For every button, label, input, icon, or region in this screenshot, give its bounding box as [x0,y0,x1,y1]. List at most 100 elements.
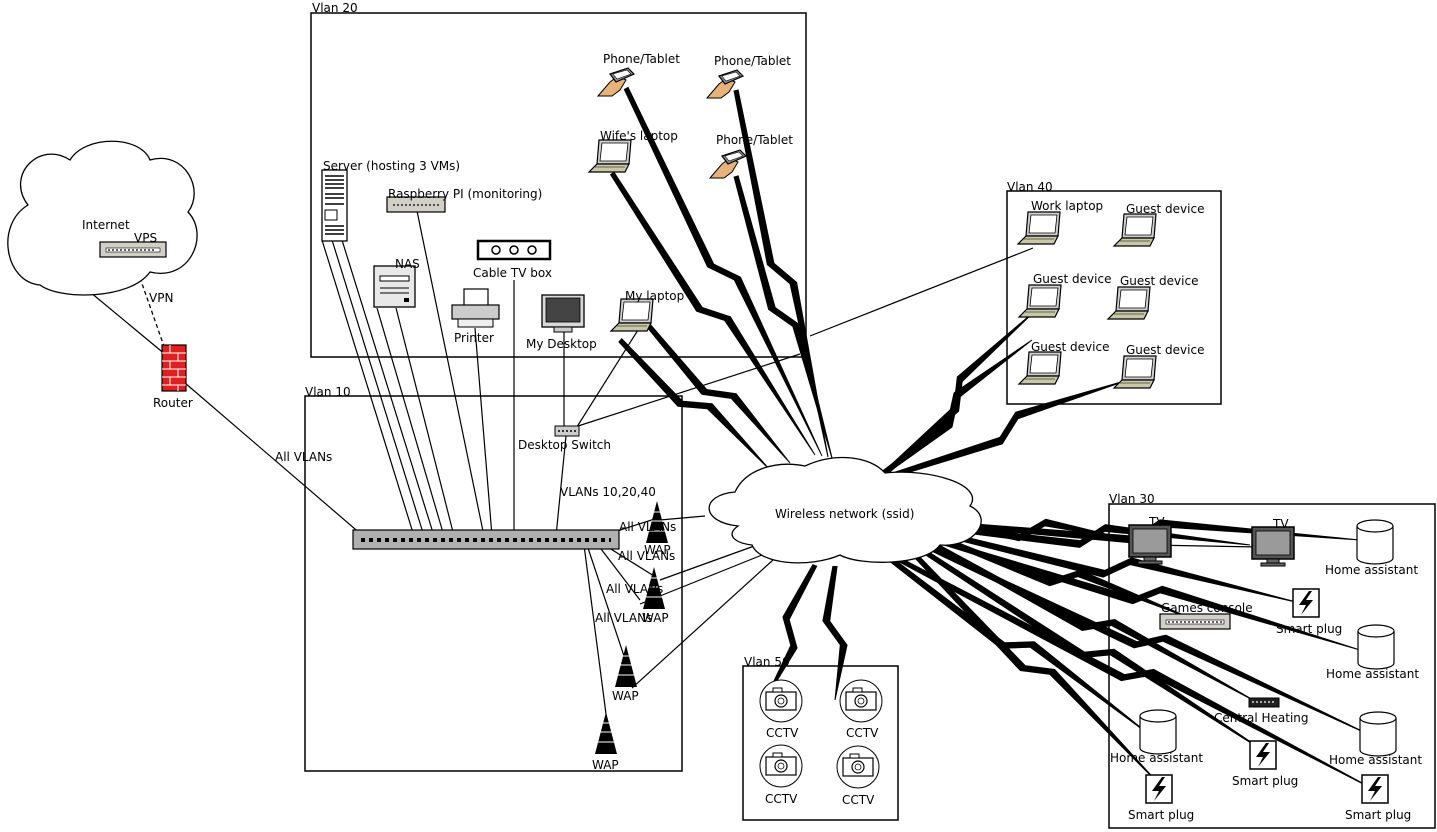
cctv-label-4: CCTV [842,793,875,807]
smart-plug-label-2: Smart plug [1232,774,1298,788]
guest-device-label-2: Guest device [1033,272,1111,286]
wireless-bolt-1 [609,171,816,456]
guest-device-label-4: Guest device [1031,340,1109,354]
wap-tower-icon-4 [594,711,618,755]
phone-tablet-label-3: Phone/Tablet [716,133,793,147]
home-assistant-label-3: Home assistant [1110,751,1203,765]
wireless-label: Wireless network (ssid) [775,507,914,521]
wireless-bolt-20 [923,549,1271,756]
vlan10-box [304,395,683,772]
guest-device-icon-2 [1018,284,1062,318]
wifes-laptop-label: Wife's laptop [600,129,678,143]
work-laptop-label: Work laptop [1031,199,1103,213]
vlan50-label: Vlan 50 [744,655,790,669]
tv-icon-2 [1251,526,1295,567]
vlan10-label: Vlan 10 [305,385,351,399]
tv-label-1: TV [1148,515,1165,529]
core-switch [352,529,620,550]
guest-device-label-1: Guest device [1126,202,1204,216]
raspberry-label: Raspberry PI (monitoring) [388,187,542,201]
vps-device [99,241,167,258]
vpn-label: VPN [149,291,173,305]
wireless-bolt-23 [883,552,1151,736]
my-laptop-label: My laptop [625,289,684,303]
server-label: Server (hosting 3 VMs) [323,159,460,173]
smart-plug-label-1: Smart plug [1276,622,1342,636]
smart-plug-icon-4 [1361,774,1389,804]
desktop-switch-icon [554,425,580,437]
cable-tv-box [476,239,552,261]
smart-plug-icon-1 [1292,588,1320,618]
router-label: Router [153,396,193,410]
nas-label: NAS [395,257,420,271]
wap-label-2: WAP [642,611,669,625]
wifes-laptop-icon [588,139,632,173]
games-console-label: Games console [1161,601,1253,615]
home-assistant-label-2: Home assistant [1326,667,1419,681]
cctv-label-1: CCTV [766,726,799,740]
wireless-bolt-6 [618,338,771,471]
guest-device-icon-5 [1113,355,1157,389]
server-icon [321,169,348,242]
home-assistant-icon-2 [1357,624,1395,670]
vlan30-label: Vlan 30 [1109,492,1155,506]
tv-label-2: TV [1272,517,1289,531]
wireless-bolt-10 [764,564,818,701]
wired-links [89,210,1259,715]
cctv-camera-icon-2 [839,679,883,723]
phone-tablet-label-2: Phone/Tablet [714,54,791,68]
home-assistant-icon-3 [1139,709,1177,755]
vlan40-box [1006,190,1222,405]
my-laptop-icon [610,298,654,332]
guest-device-label-3: Guest device [1120,274,1198,288]
wireless-bolt-4 [733,175,833,459]
wireless-cloud [708,456,982,564]
desktop-computer-icon [541,294,585,333]
wireless-bolt-8 [878,309,1037,480]
guest-device-label-5: Guest device [1126,343,1204,357]
phone-tablet-label-1: Phone/Tablet [603,52,680,66]
wap-tower-icon-3 [614,644,638,688]
cctv-camera-icon-4 [836,745,880,789]
wireless-bolt-11 [822,566,848,700]
smart-plug-icon-3 [1145,774,1173,804]
cctv-camera-icon-3 [759,744,803,788]
phone-tablet-icon-3 [709,149,747,179]
wireless-bolt-3 [733,89,829,458]
wap-all-vlans-label-3: All VLANs [606,582,663,596]
smart-plug-label-4: Smart plug [1345,808,1411,822]
cctv-camera-icon-1 [759,679,803,723]
vps-label: VPS [134,231,157,245]
guest-device-icon-4 [1018,351,1062,385]
firewall-icon [161,344,187,392]
guest-device-icon-1 [1113,213,1157,247]
wireless-bolt-17 [934,537,1361,651]
wireless-bolt-2 [623,86,823,457]
guest-device-icon-3 [1107,286,1151,320]
desktop-switch-label: Desktop Switch [518,438,611,452]
wap-all-vlans-label-1: All VLANs [619,520,676,534]
wireless-bolt-21 [913,553,1161,786]
printer-icon [451,288,500,328]
cable-tv-label: Cable TV box [473,266,552,280]
vlan50-box [742,665,899,821]
all-vlans-router-label: All VLANs [275,450,332,464]
cctv-label-3: CCTV [765,792,798,806]
wap-all-vlans-label-2: All VLANs [618,549,675,563]
central-heating-label: Central Heating [1214,711,1309,725]
my-desktop-label: My Desktop [526,337,597,351]
wireless-bolt-5 [646,323,791,464]
wireless-bolt-15 [934,529,1301,604]
smart-plug-icon-2 [1249,740,1277,770]
home-assistant-icon-1 [1356,519,1394,565]
games-console-device [1159,613,1231,630]
printer-label: Printer [454,331,494,345]
vlan20-label: Vlan 20 [312,1,358,15]
home-assistant-label-4: Home assistant [1329,753,1422,767]
nas-icon [373,265,416,308]
vlan40-label: Vlan 40 [1007,180,1053,194]
wireless-bolt-14 [934,524,1250,548]
wap-label-3: WAP [612,689,639,703]
vlan20-box [310,12,807,358]
wireless-bolt-19 [929,545,1371,736]
